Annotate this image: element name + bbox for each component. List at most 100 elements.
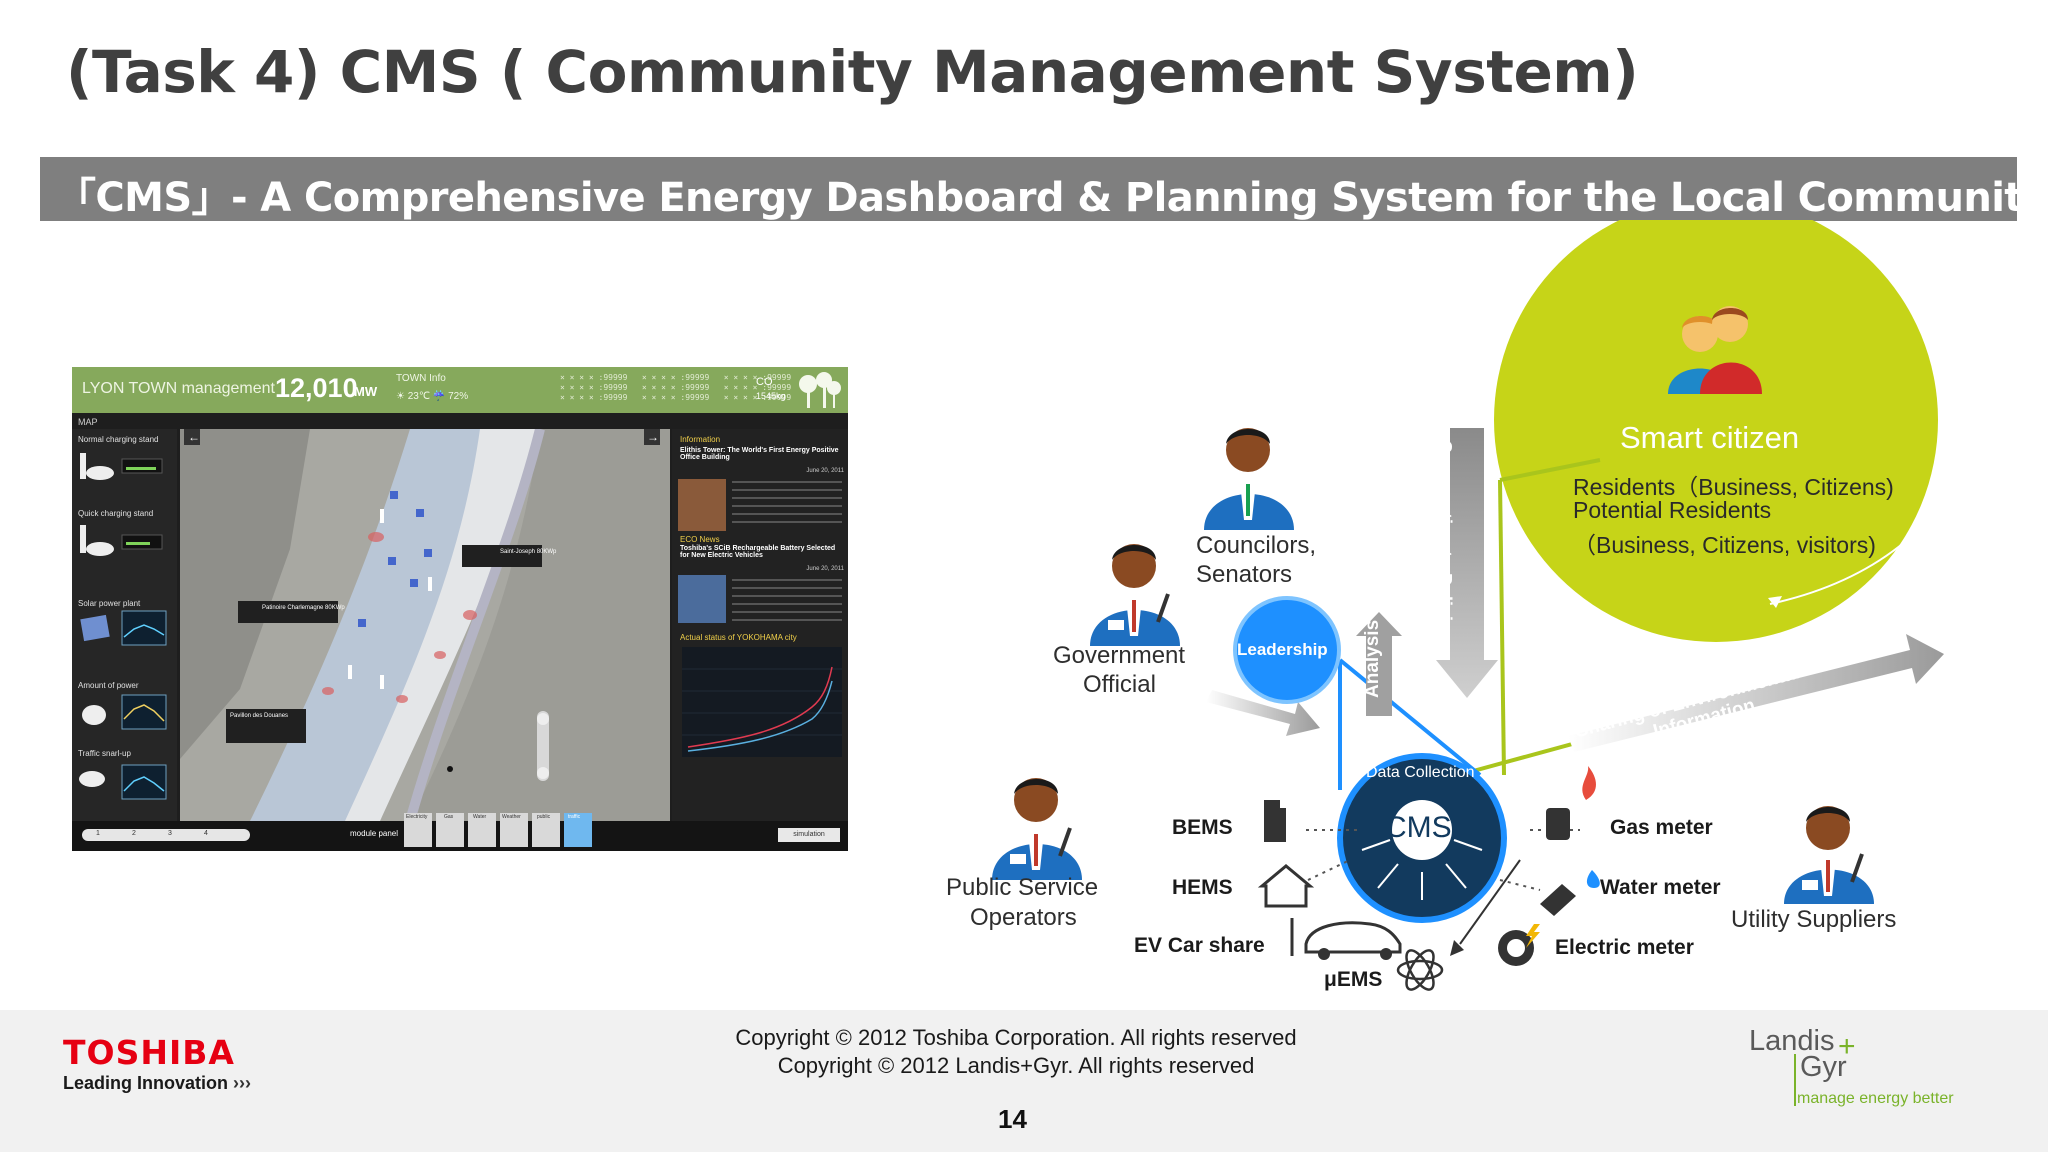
eco-heading: ECO News — [680, 535, 720, 544]
page-selector[interactable]: 1 2 3 4 — [82, 829, 250, 841]
page-1[interactable]: 1 — [96, 830, 100, 837]
info-title[interactable]: Elithis Tower: The World's First Energy … — [680, 447, 839, 461]
atom-icon — [1396, 949, 1444, 991]
public-service-label: Public Service — [946, 874, 1099, 901]
smart-citizen-line: Residents（Business, Citizens) — [1573, 474, 1894, 500]
info-photo — [678, 479, 726, 531]
page-2[interactable]: 2 — [132, 830, 136, 837]
car-icon — [1304, 921, 1402, 954]
uems-label: μEMS — [1324, 968, 1383, 991]
status-chart — [682, 647, 842, 757]
copyright-landis: Copyright © 2012 Landis+Gyr. All rights … — [777, 1053, 1255, 1078]
dashboard-title: LYON TOWN management — [82, 380, 275, 397]
house-icon — [1257, 864, 1315, 908]
bems-label: BEMS — [1172, 816, 1233, 839]
leading-innovation-tagline: Leading Innovation ››› — [63, 1073, 251, 1093]
gyr-logo: Gyr — [1800, 1051, 1847, 1083]
eco-date: June 20, 2011 — [806, 566, 844, 572]
slide-title: (Task 4) CMS ( Community Management Syst… — [66, 38, 1639, 106]
legend-item[interactable]: Normal charging stand — [78, 435, 159, 444]
status-heading: Actual status of YOKOHAMA city — [680, 633, 797, 642]
city-map[interactable]: ← → Saint-Joseph 80KWp Patinoire Charlem… — [180, 429, 670, 821]
dashboard-header: LYON TOWN management 12,010 MW TOWN Info… — [72, 367, 848, 413]
module-weather-button[interactable]: Weather — [500, 813, 528, 847]
tree-icon — [799, 372, 841, 408]
weather-readout: ☀ 23℃ ☔ 72% — [396, 391, 469, 402]
smart-citizen-icon — [1668, 306, 1762, 394]
cms-diagram — [1206, 220, 1961, 991]
legend-item[interactable]: Traffic snarl-up — [78, 749, 131, 758]
header-grid-values: × × × × :99999 × × × × :99999 × × × × :9… — [560, 373, 792, 402]
councilor-icon — [1204, 428, 1294, 530]
senators-label: Senators — [1196, 561, 1293, 588]
module-water-button[interactable]: Water — [468, 813, 496, 847]
government-label: Government — [1053, 642, 1186, 669]
plus-icon: + — [1838, 1030, 1856, 1063]
dashboard-bottom-bar: 1 2 3 4 module panel Electricity Gas Wat… — [72, 813, 848, 851]
policies-arrow — [1206, 690, 1320, 736]
landis-divider — [1794, 1054, 1796, 1106]
co2-value: 1545kg — [756, 391, 786, 401]
smart-citizen-line: （Business, Citizens, visitors) — [1573, 532, 1876, 558]
water-meter-icon — [1540, 884, 1576, 916]
government-official-icon — [1090, 544, 1180, 646]
electric-meter-label: Electric meter — [1555, 936, 1694, 959]
public-service-operator-icon — [992, 778, 1082, 880]
water-meter-label: Water meter — [1600, 876, 1721, 899]
dashboard-power-unit: MW — [354, 384, 378, 399]
map-graphic: ← → — [180, 429, 670, 821]
module-traffic-button[interactable]: traffic — [564, 813, 592, 847]
map-callout[interactable]: Patinoire Charlemagne 80KWp — [262, 605, 345, 611]
data-collection-label: Data Collection — [1366, 764, 1475, 781]
utility-suppliers-label: Utility Suppliers — [1731, 906, 1897, 933]
dashboard-screenshot: LYON TOWN management 12,010 MW TOWN Info… — [72, 367, 848, 851]
gas-meter-icon — [1546, 808, 1570, 840]
svg-text:→: → — [647, 430, 659, 444]
legend-thumbnails — [79, 453, 167, 800]
cooperation-arrow — [1436, 428, 1498, 698]
analysis-label: Analysis — [1362, 619, 1383, 698]
landis-logo: Landis — [1749, 1025, 1835, 1057]
module-panel-label: module panel — [350, 829, 399, 838]
legend-item[interactable]: Solar power plant — [78, 599, 141, 608]
module-gas-button[interactable]: Gas — [436, 813, 464, 847]
sharing-arrow — [1568, 634, 1944, 752]
hems-label: HEMS — [1172, 876, 1233, 899]
news-panel: Information Elithis Tower: The World's F… — [672, 429, 848, 829]
svg-text:←: ← — [188, 430, 200, 444]
simulation-button[interactable]: simulation — [778, 828, 840, 842]
co2-label: CO — [756, 376, 773, 388]
page-4[interactable]: 4 — [204, 830, 208, 837]
info-date: June 20, 2011 — [806, 468, 844, 474]
map-label: MAP — [78, 417, 98, 427]
legend-item[interactable]: Amount of power — [78, 681, 139, 690]
left-legend-panel: Normal charging stand Quick charging sta… — [72, 429, 177, 829]
page-number: 14 — [998, 1104, 1027, 1134]
copyright-toshiba: Copyright © 2012 Toshiba Corporation. Al… — [735, 1025, 1297, 1050]
eco-title[interactable]: Toshiba's SCiB Rechargeable Battery Sele… — [680, 545, 836, 559]
dashboard-power-value: 12,010 — [275, 373, 358, 403]
map-callout[interactable]: Saint-Joseph 80KWp — [500, 549, 557, 555]
utility-supplier-icon — [1784, 806, 1874, 904]
map-callout[interactable]: Pavillon des Douanes — [230, 713, 289, 719]
cooperation-label: Cooperation to Policies — [1435, 440, 1455, 642]
landis-tagline: manage energy better — [1797, 1090, 1954, 1107]
councilors-label: Councilors, — [1196, 532, 1317, 559]
subtitle-banner: 「CMS」- A Comprehensive Energy Dashboard … — [40, 157, 2048, 221]
town-info-label: TOWN Info — [396, 373, 446, 384]
page-3[interactable]: 3 — [168, 830, 172, 837]
smart-citizen-line: Potential Residents — [1573, 497, 1772, 523]
info-body-lines — [732, 481, 842, 483]
legend-item[interactable]: Quick charging stand — [78, 509, 154, 518]
module-public-button[interactable]: public — [532, 813, 560, 847]
gas-meter-label: Gas meter — [1610, 816, 1713, 839]
toshiba-logo: TOSHIBA — [63, 1033, 235, 1072]
info-heading: Information — [680, 435, 721, 444]
module-electricity-button[interactable]: Electricity — [404, 813, 432, 847]
operators-label: Operators — [970, 904, 1077, 931]
subtitle-text: 「CMS」- A Comprehensive Energy Dashboard … — [56, 175, 2048, 221]
cms-label: CMS — [1385, 811, 1452, 844]
eco-body-lines — [732, 579, 842, 581]
smart-citizen-circle — [1494, 220, 1938, 642]
ev-car-share-label: EV Car share — [1134, 934, 1265, 957]
